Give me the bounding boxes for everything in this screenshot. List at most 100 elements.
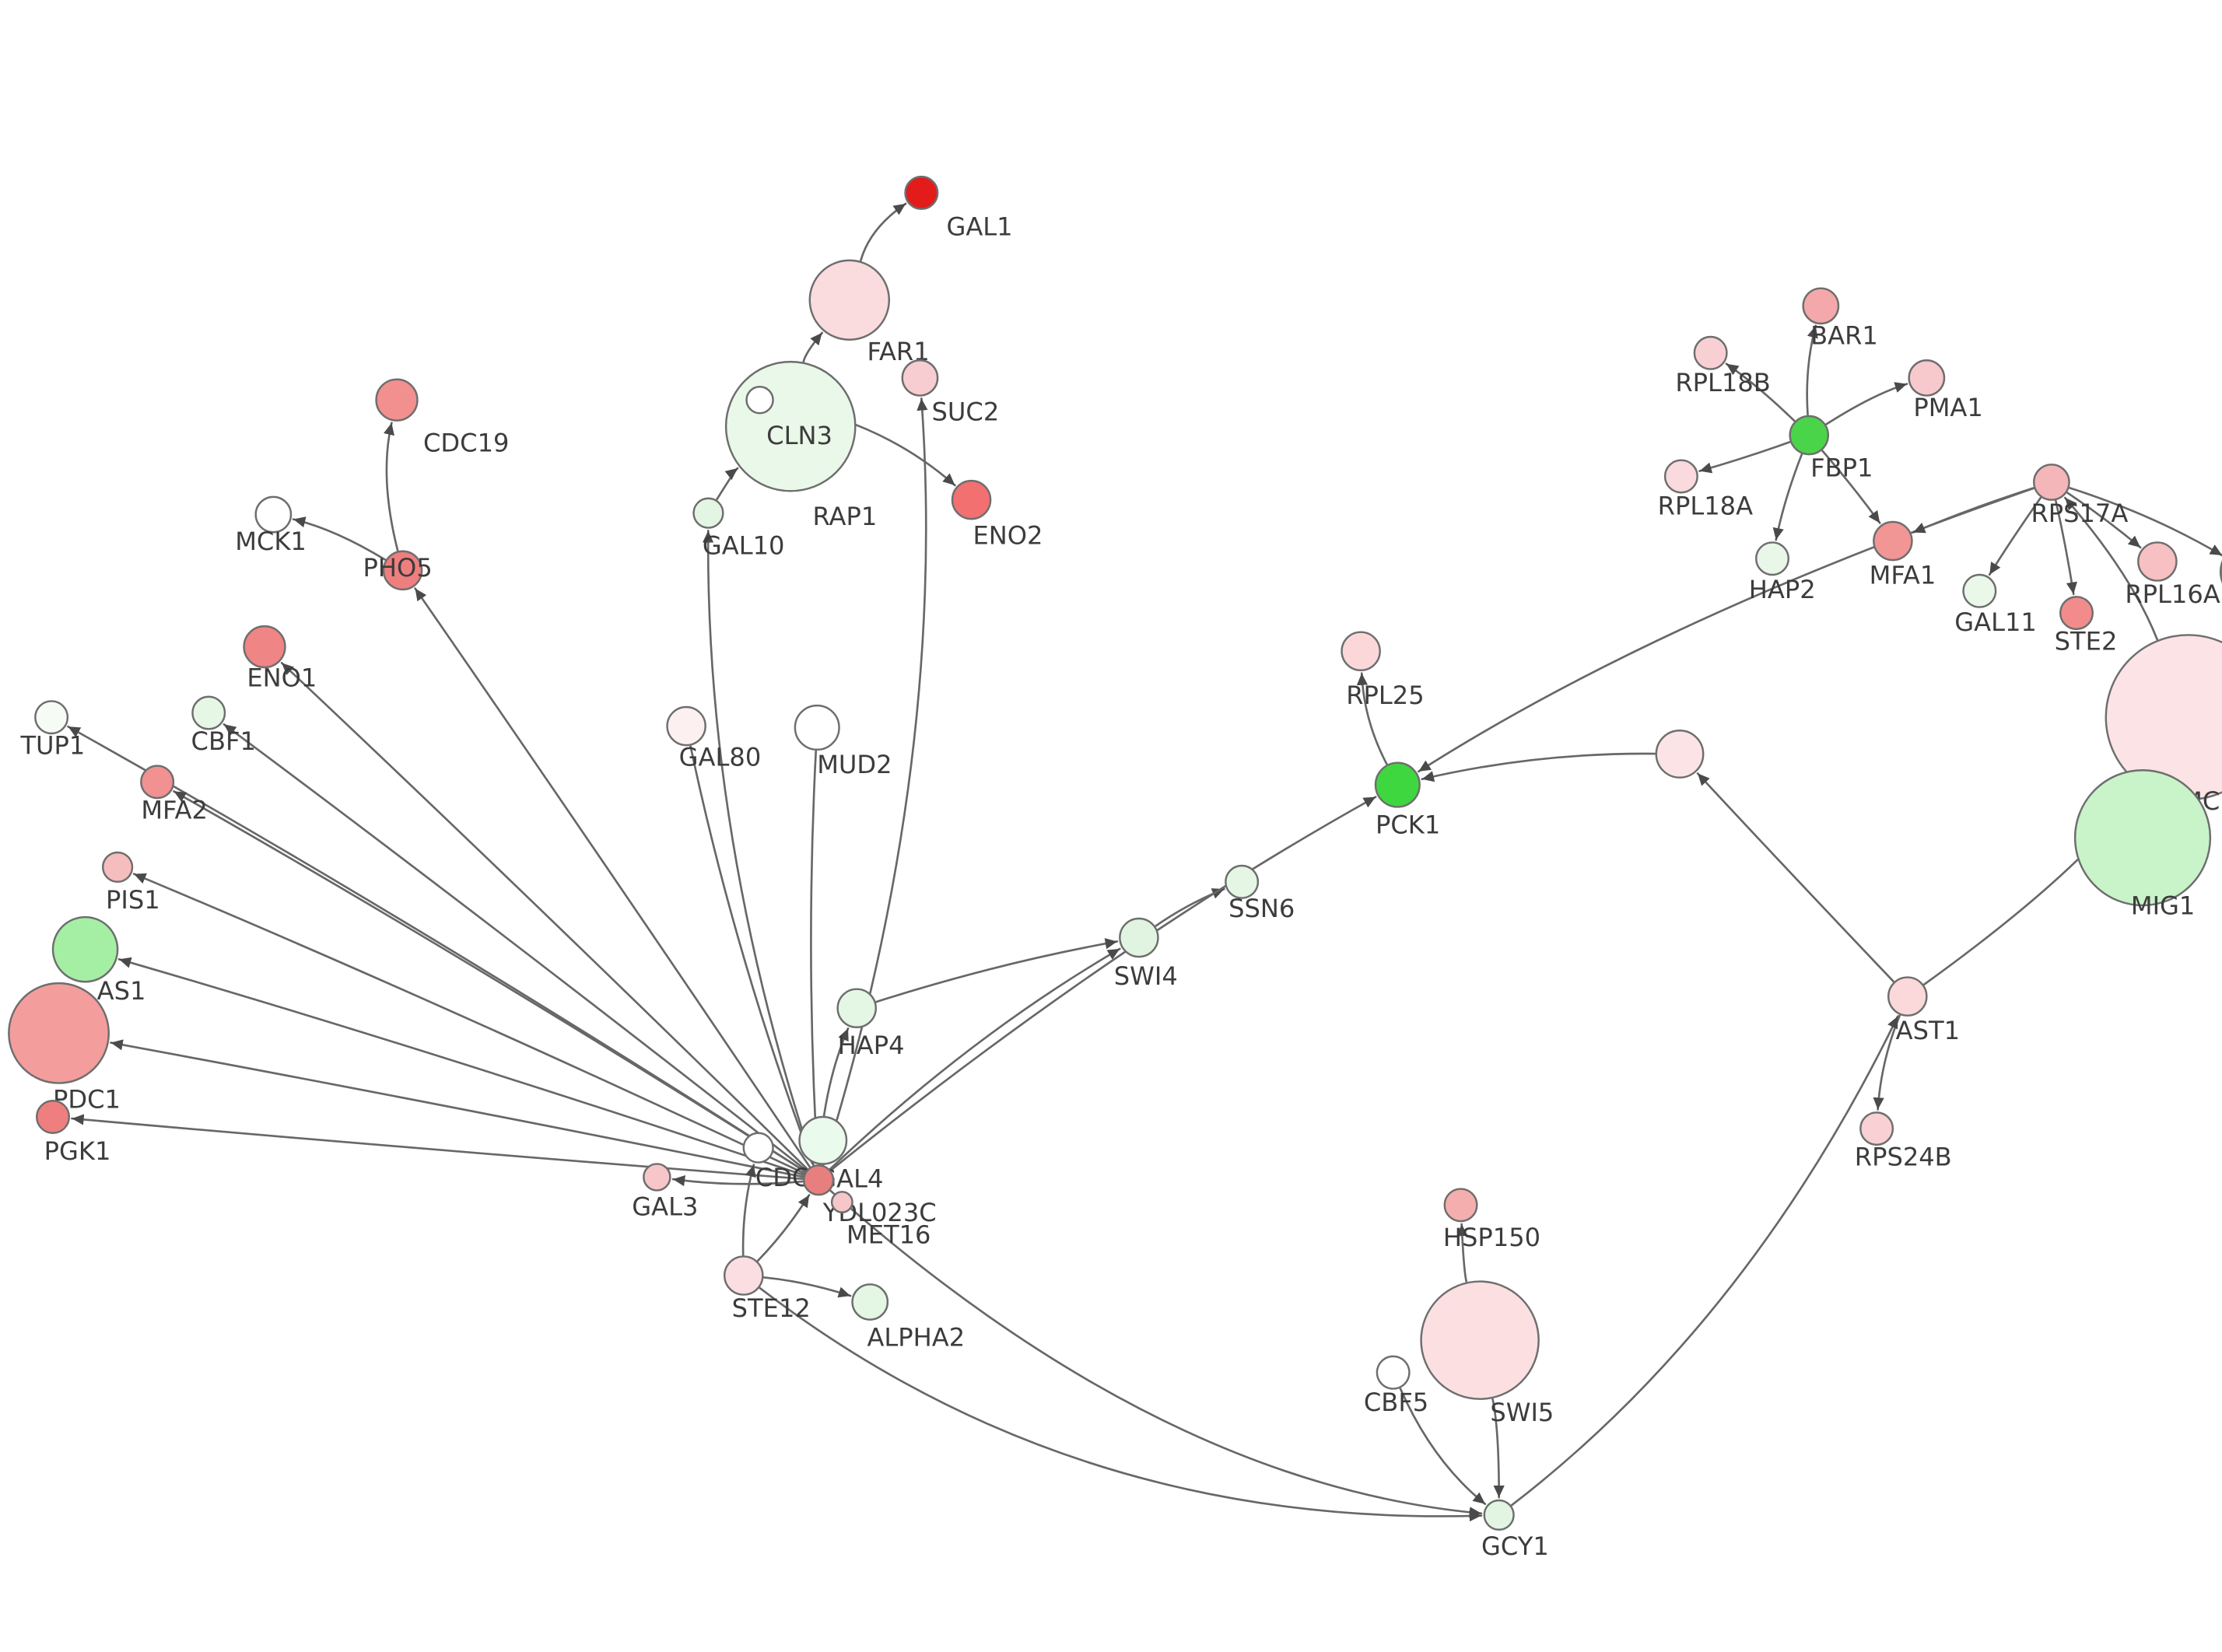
node-rpl25[interactable]: RPL25	[1341, 631, 1425, 711]
edge-pho5-cdc19[interactable]	[384, 422, 399, 551]
node-circle-gal10[interactable]	[692, 497, 724, 529]
edge-mcm1-rps17a[interactable]	[2063, 496, 2159, 641]
edge-cbf5-gcy1[interactable]	[1399, 1388, 1487, 1506]
node-circle-rps17a[interactable]	[2032, 464, 2070, 501]
node-circle-gal3[interactable]	[643, 1163, 671, 1192]
node-node1[interactable]	[1655, 729, 1705, 779]
edge-ste12-alpha2[interactable]	[762, 1276, 852, 1298]
node-circle-pgk1[interactable]	[35, 1099, 71, 1135]
node-suc2[interactable]: SUC2	[901, 359, 1000, 427]
node-circle-ras1[interactable]	[51, 915, 119, 983]
node-mig1[interactable]: MIG1	[2073, 768, 2212, 920]
node-rps24b[interactable]: RPS24B	[1855, 1111, 1952, 1171]
node-fbp1[interactable]: FBP1	[1789, 415, 1873, 482]
node-circle-cbf1[interactable]	[191, 695, 226, 730]
node-rps17a[interactable]: RPS17A	[2031, 464, 2128, 528]
edge-rps17a-ste2[interactable]	[2055, 499, 2077, 596]
node-circle-pma1[interactable]	[1908, 359, 1946, 397]
node-circle-fbp1[interactable]	[1789, 415, 1830, 456]
node-gal10[interactable]: GAL10	[692, 497, 785, 561]
node-circle-far1[interactable]	[808, 259, 891, 341]
node-mfa1[interactable]: MFA1	[1870, 520, 1936, 590]
node-mfa2[interactable]: MFA2	[140, 765, 208, 825]
edge-ste12-gcy1[interactable]	[759, 1286, 1483, 1522]
edge-rps17a-rpl16a[interactable]	[2066, 492, 2142, 549]
edge-gcy1-ast1[interactable]	[1510, 1015, 1899, 1507]
node-pho5[interactable]: PHO5	[363, 550, 433, 591]
edge-ste12-cdc6[interactable]	[741, 1164, 756, 1256]
edge-gal4-pdc1[interactable]	[110, 1039, 804, 1178]
node-cbf5[interactable]: CBF5	[1364, 1355, 1428, 1417]
node-circle-gcy1[interactable]	[1483, 1499, 1515, 1531]
edge-far1-gal1[interactable]	[860, 202, 907, 262]
edge-hap4-swi4[interactable]	[875, 938, 1119, 1003]
node-circle-bar1[interactable]	[1802, 287, 1840, 325]
edge-fbp1-mfa1[interactable]	[1821, 450, 1881, 524]
node-circle-hap4[interactable]	[836, 988, 878, 1029]
node-hsp150[interactable]: HSP150	[1443, 1188, 1540, 1253]
node-circle-eno2[interactable]	[951, 479, 992, 520]
node-circle-pis1[interactable]	[101, 851, 134, 884]
node-circle-swi5[interactable]	[1420, 1280, 1540, 1400]
edge-mud2-gal4[interactable]	[810, 750, 823, 1164]
node-swi4[interactable]: SWI4	[1114, 917, 1178, 991]
node-circle-eno1[interactable]	[243, 625, 286, 669]
node-alpha2[interactable]: ALPHA2	[851, 1283, 966, 1353]
node-circle-ste12[interactable]	[723, 1255, 764, 1296]
node-circle-cdc6[interactable]	[742, 1132, 774, 1164]
node-eno1[interactable]: ENO1	[243, 625, 317, 693]
node-gal11[interactable]: GAL11	[1954, 573, 2037, 637]
node-circle-tup1[interactable]	[34, 700, 69, 735]
node-mck1[interactable]: MCK1	[235, 495, 307, 556]
edge-fbp1-pma1[interactable]	[1825, 382, 1908, 425]
edge-gal10-cln3[interactable]	[716, 467, 739, 501]
node-circle-cbf5[interactable]	[1376, 1355, 1411, 1390]
node-pis1[interactable]: PIS1	[101, 851, 160, 915]
node-tup1[interactable]: TUP1	[19, 700, 85, 760]
edge-gal4-mfa2[interactable]	[173, 790, 806, 1173]
node-pma1[interactable]: PMA1	[1908, 359, 1983, 422]
edge-gal80-gal4[interactable]	[689, 745, 814, 1165]
node-rpl18b[interactable]: RPL18B	[1675, 335, 1771, 397]
node-circle-rap1[interactable]	[745, 385, 774, 415]
node-circle-rpl16a[interactable]	[2137, 541, 2178, 582]
node-ste12[interactable]: STE12	[723, 1255, 811, 1323]
node-circle-hsp150[interactable]	[1443, 1188, 1478, 1223]
node-circle-rps24b[interactable]	[1859, 1111, 1894, 1146]
edge-ste12-gal4[interactable]	[756, 1194, 811, 1262]
node-gal4[interactable]: GAL4	[802, 1164, 883, 1196]
edge-ast1-node1[interactable]	[1696, 772, 1894, 983]
edge-swi5-gcy1[interactable]	[1491, 1398, 1505, 1499]
node-ste2[interactable]: STE2	[2055, 596, 2118, 656]
node-cbf1[interactable]: CBF1	[191, 695, 256, 756]
edge-rps17a-gal11[interactable]	[1988, 496, 2042, 576]
node-hap2[interactable]: HAP2	[1749, 541, 1816, 604]
edge-gal4-suc2[interactable]	[822, 397, 928, 1166]
node-circle-pho5[interactable]	[382, 550, 423, 591]
node-circle-suc2[interactable]	[901, 359, 939, 397]
node-circle-ast1[interactable]	[1887, 976, 1928, 1017]
node-circle-gal4[interactable]	[802, 1164, 835, 1196]
node-circle-rpl18a[interactable]	[1663, 459, 1698, 494]
edge-gal4-pho5[interactable]	[414, 587, 811, 1168]
node-circle-rpl25[interactable]	[1341, 631, 1381, 672]
edge-rps17a-mfa1[interactable]	[1912, 487, 2034, 534]
edge-gal4-ras1[interactable]	[117, 957, 804, 1176]
edge-gal4-gal3[interactable]	[671, 1175, 804, 1187]
node-ast1[interactable]: AST1	[1887, 976, 1960, 1045]
node-circle-mfa2[interactable]	[140, 765, 175, 800]
node-rpl16a[interactable]: RPL16A	[2125, 541, 2220, 609]
node-circle-mfa1[interactable]	[1873, 520, 1913, 562]
node-eno2[interactable]: ENO2	[951, 479, 1043, 550]
node-circle-ssn6[interactable]	[1225, 864, 1260, 899]
edge-pck1-rpl25[interactable]	[1356, 672, 1388, 765]
node-pdc1[interactable]: PDC1	[8, 982, 121, 1115]
node-swi5[interactable]: SWI5	[1420, 1280, 1554, 1427]
node-circle-gal1[interactable]	[904, 175, 939, 210]
edge-gal4-gal10[interactable]	[702, 530, 815, 1166]
node-pgk1[interactable]: PGK1	[35, 1099, 110, 1166]
node-circle-mck1[interactable]	[254, 495, 293, 534]
node-cdc19[interactable]: CDC19	[375, 378, 510, 458]
edge-node1-pck1[interactable]	[1421, 752, 1656, 782]
